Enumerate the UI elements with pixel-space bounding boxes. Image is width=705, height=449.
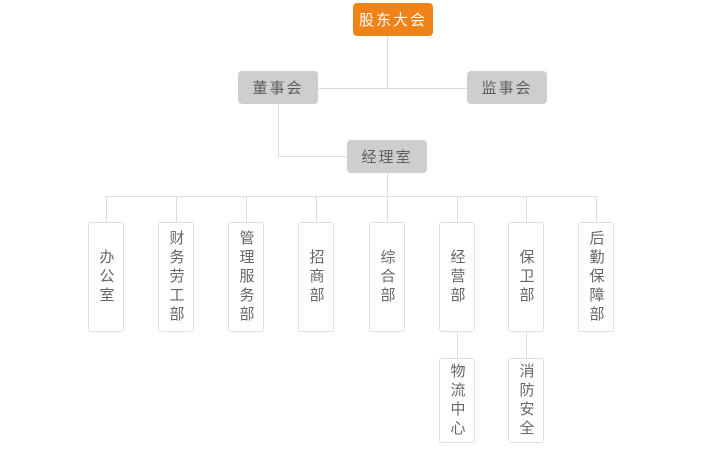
connector-drop-dept-8 <box>596 196 597 222</box>
connector-board-down <box>278 104 279 157</box>
node-dept-logistics-support: 后勤保障部 <box>578 222 614 332</box>
node-supervisory-board: 监事会 <box>467 71 547 104</box>
node-dept-operations: 经营部 <box>439 222 475 332</box>
connector-root-to-level2 <box>387 36 388 88</box>
node-dept-security: 保卫部 <box>508 222 544 332</box>
connector-security-to-fire-safety <box>526 332 527 358</box>
node-dept-general: 综合部 <box>369 222 405 332</box>
connector-operations-to-logistics-center <box>457 332 458 358</box>
node-dept-management-service: 管理服务部 <box>228 222 264 332</box>
connector-drop-dept-6 <box>457 196 458 222</box>
node-dept-office: 办公室 <box>88 222 124 332</box>
connector-drop-dept-3 <box>246 196 247 222</box>
node-dept-finance-labor: 财务劳工部 <box>158 222 194 332</box>
connector-drop-dept-5 <box>387 196 388 222</box>
connector-level2-horizontal <box>318 88 467 89</box>
connector-drop-dept-1 <box>106 196 107 222</box>
node-manager-office: 经理室 <box>347 140 427 173</box>
node-board-of-directors: 董事会 <box>238 71 318 104</box>
connector-drop-dept-4 <box>316 196 317 222</box>
node-dept-investment: 招商部 <box>298 222 334 332</box>
node-logistics-center: 物流中心 <box>439 358 475 443</box>
connector-manager-down <box>387 173 388 197</box>
connector-departments-horizontal <box>105 196 597 197</box>
connector-drop-dept-2 <box>176 196 177 222</box>
connector-board-to-manager <box>278 156 347 157</box>
node-shareholders-meeting: 股东大会 <box>353 3 433 36</box>
node-fire-safety: 消防安全 <box>508 358 544 443</box>
connector-drop-dept-7 <box>526 196 527 222</box>
